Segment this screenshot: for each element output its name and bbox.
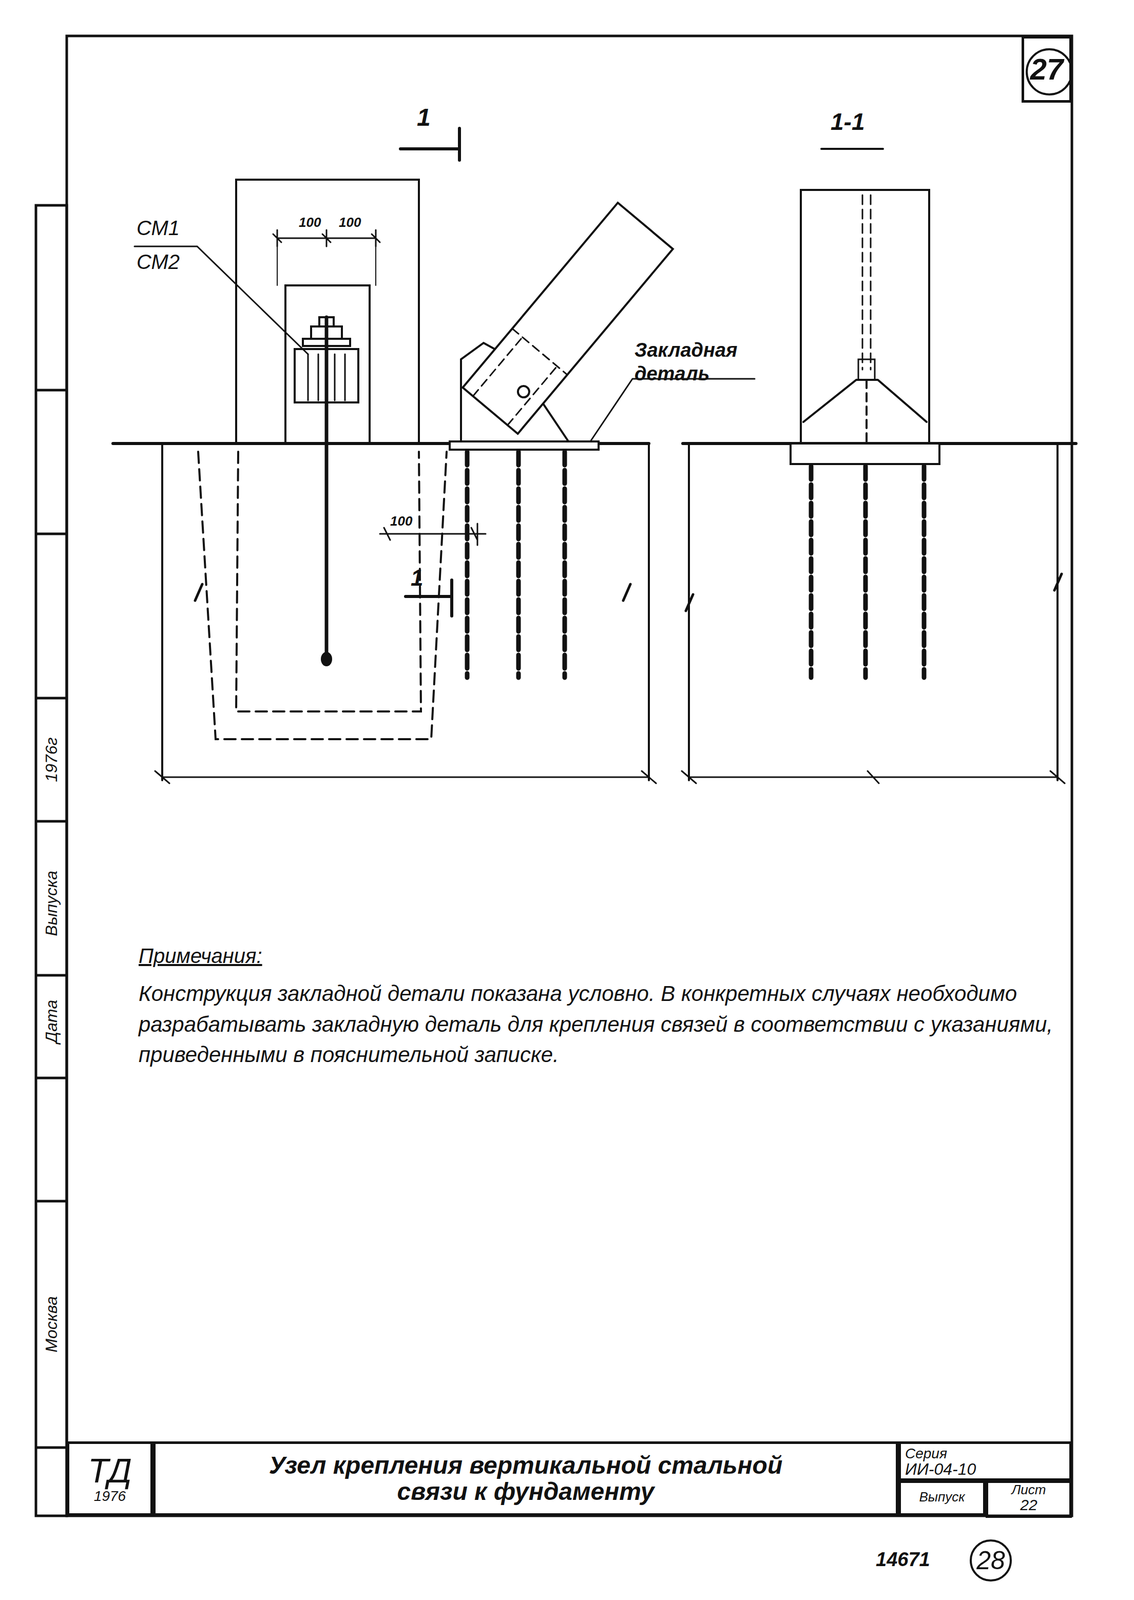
steel-brace	[462, 202, 673, 434]
part-mark: СМ2	[136, 249, 180, 275]
archive-number: 14671	[875, 1548, 931, 1572]
anchor-rod	[811, 466, 925, 678]
foundation-outline	[162, 443, 649, 781]
dimension: 100	[298, 214, 321, 231]
dimension-extension	[277, 246, 376, 286]
dimension-line	[273, 229, 380, 247]
steel-brace	[515, 383, 532, 400]
node-text: Выпуск	[918, 1490, 965, 1505]
node-text: 22	[1020, 1496, 1037, 1514]
node-text: 1976	[93, 1488, 126, 1504]
gusset-plate	[865, 379, 868, 444]
part-mark: СМ1	[136, 215, 180, 241]
margin-text: Москва	[41, 1294, 62, 1355]
embedded-plate	[790, 443, 940, 465]
note-heading: Примечания:	[138, 943, 263, 969]
note-text: Конструкция закладной детали показана ус…	[138, 978, 1058, 1071]
sheet-frame	[35, 390, 67, 1448]
gusset-plate	[803, 379, 927, 422]
brace-end	[858, 359, 875, 380]
node-text: ТД	[87, 1453, 132, 1489]
title-block-cell: ТД1976	[66, 1441, 153, 1516]
node-text: Лист	[1011, 1483, 1047, 1497]
circle-outline	[1026, 49, 1072, 95]
anchor-rod	[467, 451, 565, 678]
node-text: ИИ-04-10	[905, 1461, 976, 1479]
view-1	[112, 128, 755, 784]
anchor-bolt-assembly	[324, 317, 329, 659]
steel-brace	[462, 328, 568, 434]
margin-text: Дата	[41, 997, 62, 1046]
sheet-frame	[35, 205, 67, 1516]
embedded-plate	[449, 441, 599, 450]
node-text: 27	[1030, 53, 1064, 86]
page-number: 28	[968, 1538, 1014, 1584]
dimension-line	[155, 771, 657, 784]
column-outline	[800, 189, 930, 444]
title-block-title: Узел крепления вертикальной стальной свя…	[152, 1441, 899, 1516]
circle-outline	[970, 1540, 1011, 1581]
anchor-bolt-assembly	[294, 317, 359, 666]
break-mark	[685, 573, 1062, 611]
section-mark: 1	[410, 564, 424, 592]
node-text: Серия	[905, 1446, 948, 1462]
dimension: 100	[338, 214, 361, 231]
margin-text: Выпуска	[41, 868, 62, 938]
dimension: 100	[390, 513, 413, 530]
section-mark	[400, 128, 460, 161]
section-mark: 1	[416, 102, 431, 133]
sheet-number: 27	[1021, 35, 1072, 103]
view-1-1	[681, 148, 1076, 784]
dimension-line	[681, 771, 1065, 784]
leader-line	[590, 378, 755, 442]
sheet-frame	[35, 35, 1072, 1516]
foundation-outline	[688, 443, 1058, 781]
anchor-bolt-assembly	[321, 652, 332, 666]
node-text: 28	[976, 1547, 1006, 1575]
section-title: 1-1	[830, 107, 865, 137]
sheet-frame	[66, 35, 1072, 1516]
socket-outline	[236, 451, 421, 712]
margin-text: 1976г	[41, 735, 62, 785]
title-block-cell: Лист22	[985, 1478, 1072, 1518]
section-title-underline	[821, 147, 883, 150]
steel-brace	[462, 202, 673, 434]
title-block-cell: Выпуск	[898, 1478, 986, 1516]
leader-line	[134, 246, 309, 355]
callout-label: Закладная деталь	[634, 338, 763, 386]
title-block-cell: СерияИИ-04-10	[898, 1441, 1072, 1484]
node-text: Узел крепления вертикальной стальной свя…	[253, 1452, 798, 1505]
axis-line	[862, 195, 871, 370]
